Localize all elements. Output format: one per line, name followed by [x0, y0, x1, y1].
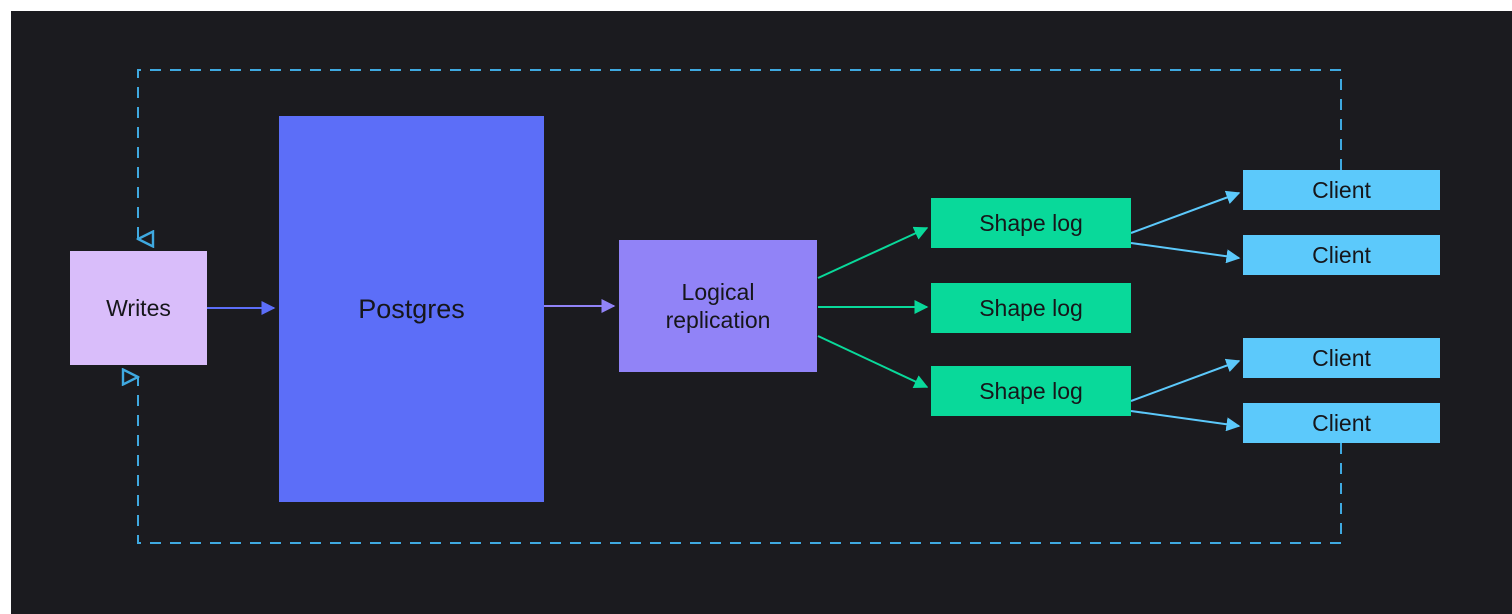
edge-shapelog3-to-client3: [1130, 358, 1241, 402]
edge-shapelog1-to-client1: [1130, 190, 1241, 234]
node-client-3: Client: [1243, 338, 1440, 378]
edge-shapelog3-to-client4: [1130, 410, 1241, 432]
edge-client-feedback-bottom: [138, 377, 1342, 544]
node-writes: Writes: [70, 251, 207, 365]
diagram-canvas: Writes Postgres Logical replication Shap…: [11, 11, 1512, 614]
node-client-4: Client: [1243, 403, 1440, 443]
node-shape-log-1: Shape log: [931, 198, 1131, 248]
node-postgres: Postgres: [279, 116, 544, 502]
edge-logical-to-shapelog-3: [817, 335, 929, 389]
node-logical-replication-label: Logical replication: [665, 278, 771, 333]
diagram-connectors: [11, 69, 1342, 544]
edge-shapelog1-to-client2: [1130, 242, 1241, 264]
node-shape-log-2: Shape log: [931, 283, 1131, 333]
node-client-2: Client: [1243, 235, 1440, 275]
edge-client-feedback-top: [138, 69, 1342, 239]
node-logical-replication: Logical replication: [619, 240, 817, 372]
node-client-1: Client: [1243, 170, 1440, 210]
edge-logical-to-shapelog-1: [817, 226, 929, 279]
node-shape-log-3: Shape log: [931, 366, 1131, 416]
